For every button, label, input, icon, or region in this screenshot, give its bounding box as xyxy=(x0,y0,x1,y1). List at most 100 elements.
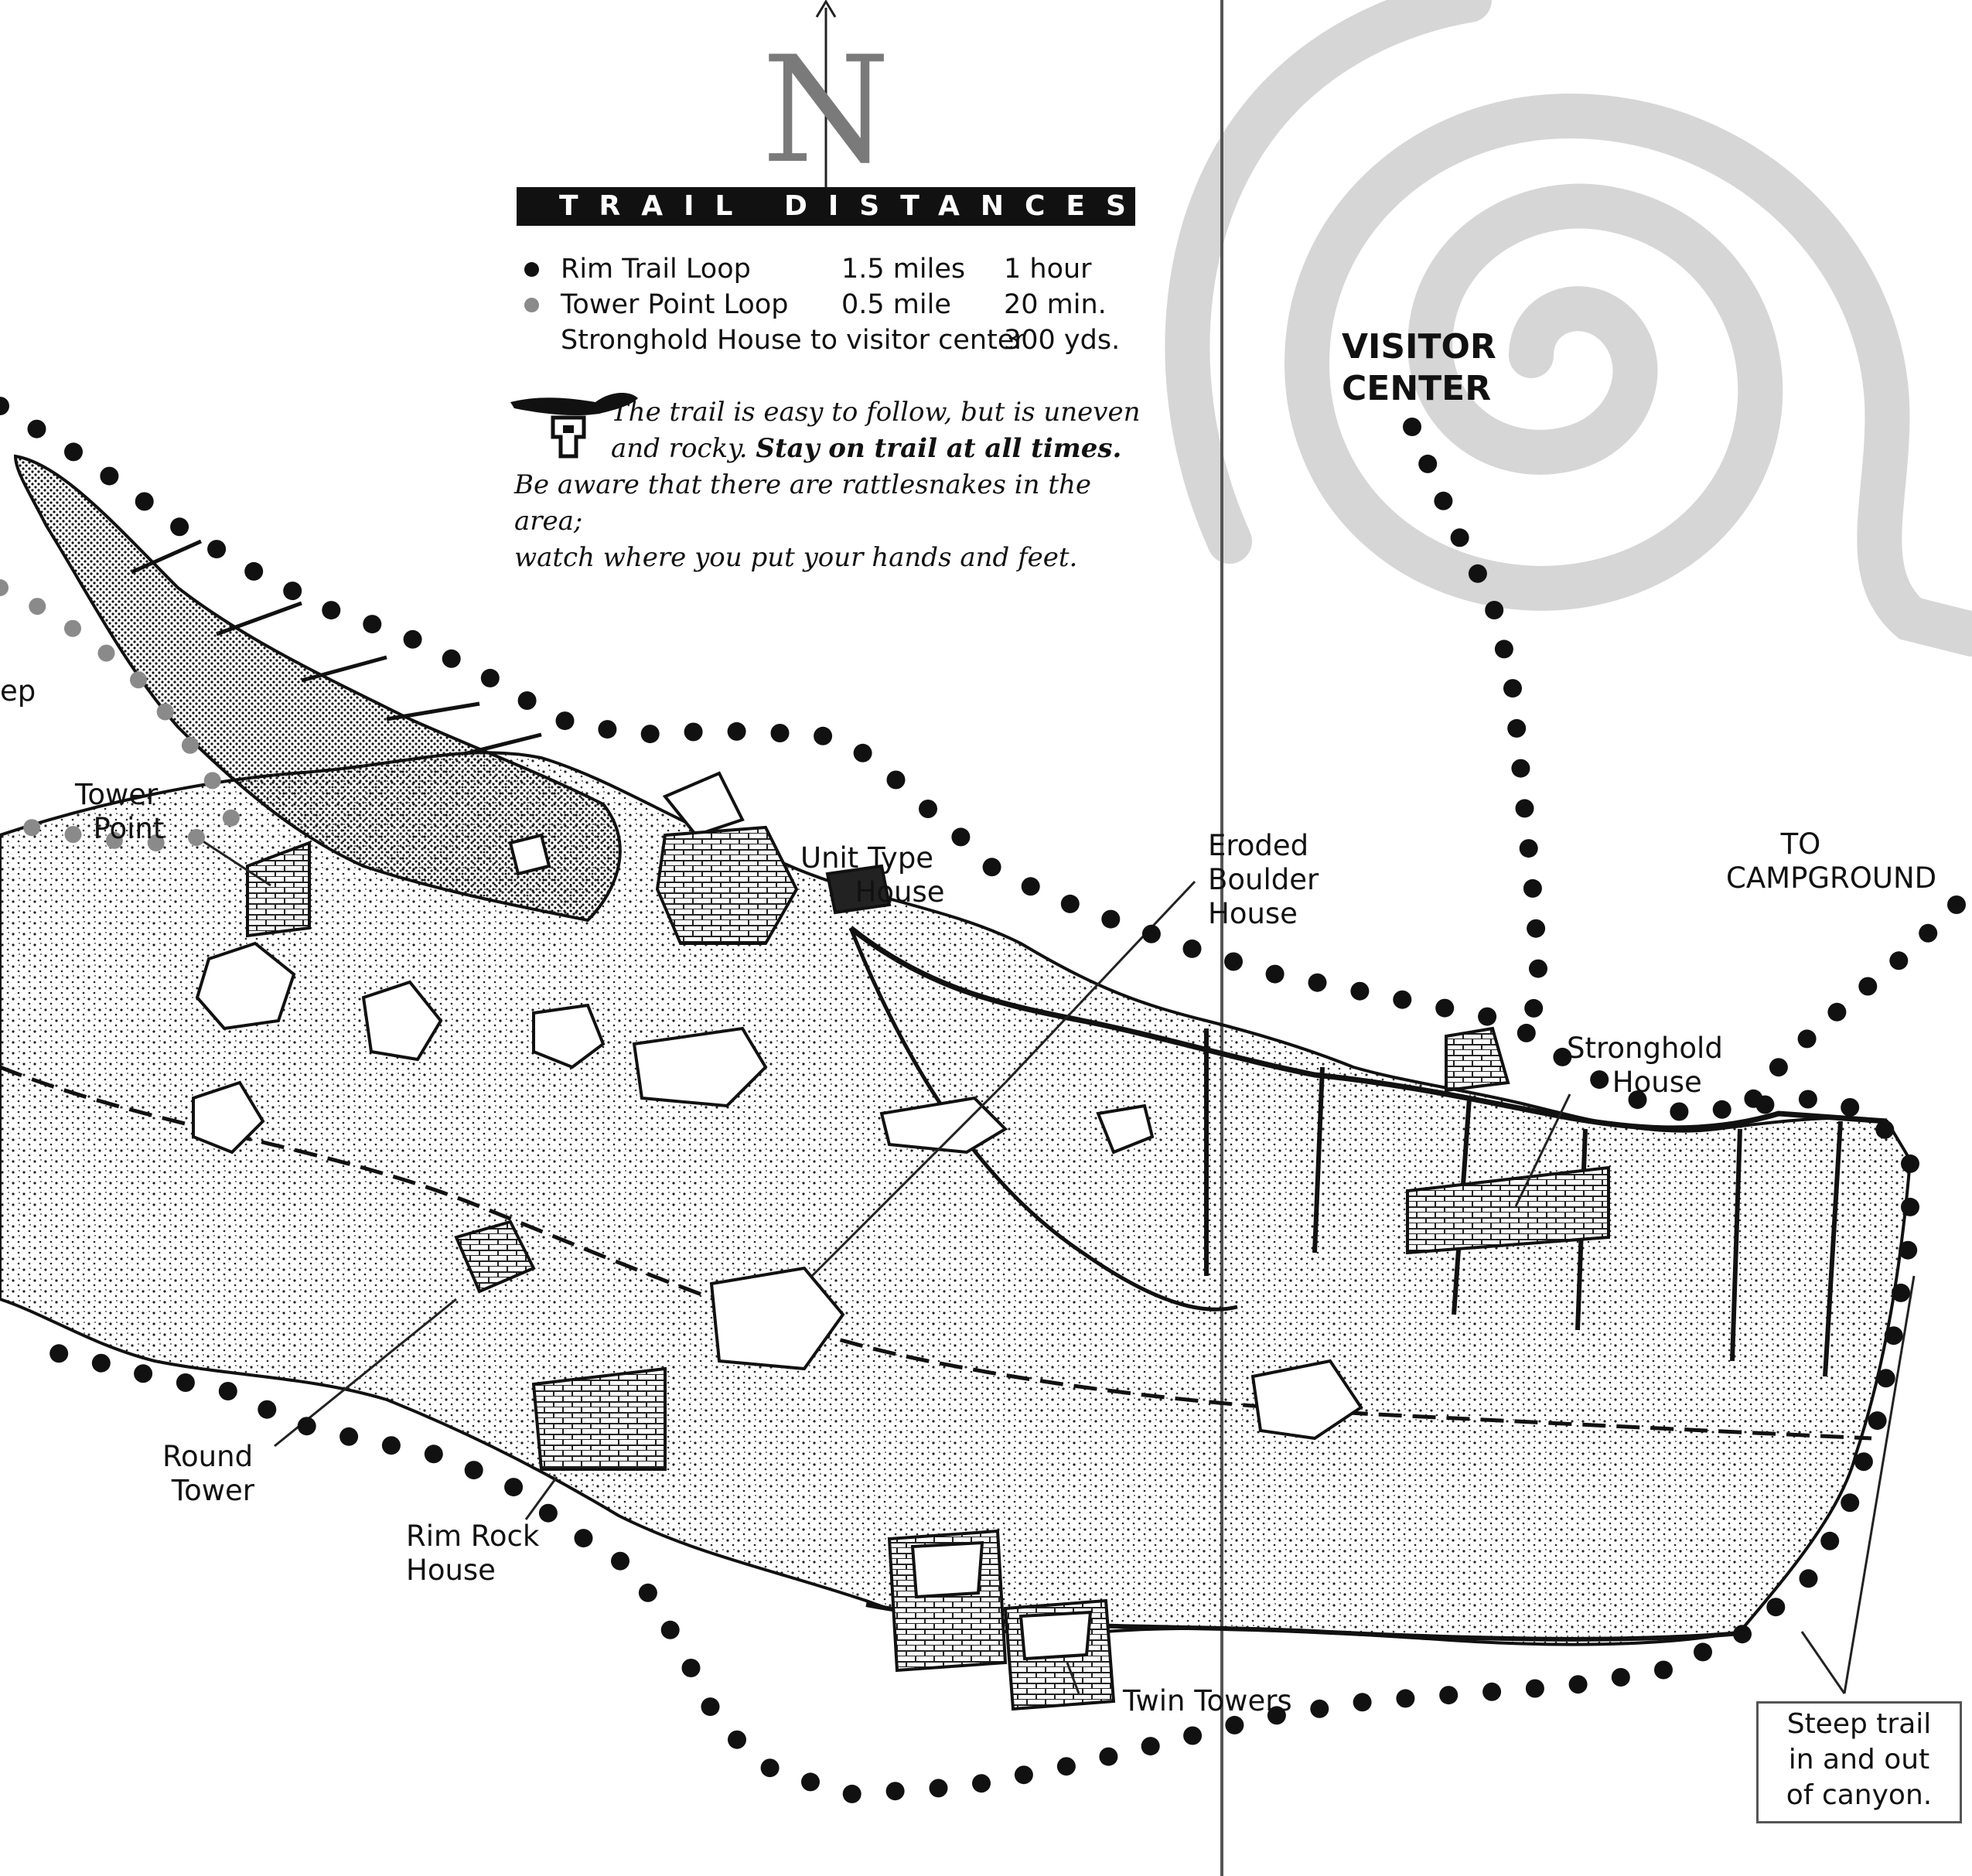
trail-dot xyxy=(1797,1029,1817,1049)
trail-dot xyxy=(100,466,119,486)
round-tower-label: Round Tower xyxy=(162,1440,254,1507)
trail-dot xyxy=(1418,454,1438,473)
trail-dot xyxy=(1478,1007,1497,1026)
trail-dot xyxy=(1529,959,1547,978)
tower-point-label: Tower Point xyxy=(75,778,165,845)
trail-dot xyxy=(1396,1689,1415,1708)
trail-dot xyxy=(1769,1058,1788,1077)
eroded-boulder-house-label: Eroded Boulder House xyxy=(1208,829,1319,930)
trail-dot xyxy=(1524,998,1544,1018)
trail-dot xyxy=(64,826,82,844)
trail-dot xyxy=(1265,964,1285,984)
trail-dot xyxy=(1434,491,1453,510)
trail-dot xyxy=(1525,1679,1544,1698)
trail-dot xyxy=(1267,1706,1286,1725)
trail-dot xyxy=(727,721,746,741)
trail-dot xyxy=(885,1782,905,1801)
trail-dot xyxy=(1884,1326,1903,1346)
trail-dot xyxy=(1841,1098,1860,1117)
trail-dot xyxy=(1021,877,1040,896)
trail-dot xyxy=(1439,1686,1459,1705)
trail-dot xyxy=(1141,924,1161,943)
trail-dot xyxy=(1670,1102,1689,1121)
trail-dot xyxy=(1310,1699,1329,1718)
trail-dot xyxy=(29,598,46,616)
trail-dot xyxy=(1101,909,1121,929)
trail-dot xyxy=(1308,973,1327,992)
trail-dot xyxy=(27,419,46,438)
trail-dot xyxy=(574,1529,593,1548)
trail-distance: 300 yds. xyxy=(1004,325,1121,356)
trail-dot xyxy=(504,1478,524,1497)
campground-trail xyxy=(1744,895,1966,1108)
tower-point-loop xyxy=(0,579,240,851)
trail-dot xyxy=(176,1373,195,1392)
trail-dot xyxy=(1403,418,1421,436)
trail-dot xyxy=(1827,1002,1847,1022)
partial-left-label: ep xyxy=(0,674,36,708)
trail-dot xyxy=(1523,878,1542,898)
trail-time: 20 min. xyxy=(1004,289,1107,320)
to-campground-label: TO CAMPGROUND xyxy=(1726,827,1937,895)
trail-dot xyxy=(842,1784,861,1803)
trail-dot xyxy=(1393,990,1412,1009)
trail-dot xyxy=(1060,894,1080,913)
note-line-4: watch where you put your hands and feet. xyxy=(514,542,1078,573)
trail-dot xyxy=(181,736,199,754)
trail-dot xyxy=(424,1445,443,1464)
trail-dot xyxy=(105,831,123,849)
twin-towers-label: Twin Towers xyxy=(1123,1684,1292,1717)
trail-dot xyxy=(1517,1023,1536,1042)
rim-trail-loop xyxy=(0,397,1919,1803)
trail-dot xyxy=(1468,564,1487,583)
trail-dot xyxy=(886,770,906,790)
trail-dot xyxy=(1590,1070,1609,1090)
trail-dot xyxy=(1519,839,1538,858)
trail-dot xyxy=(1353,1693,1372,1712)
note-line-3: Be aware that there are rattlesnakes in … xyxy=(514,469,1092,537)
trail-dot xyxy=(1527,919,1546,938)
trail-dot xyxy=(49,1344,69,1363)
trail-dot xyxy=(258,1400,277,1419)
trail-distance: 1.5 miles xyxy=(841,254,966,285)
trail-dot xyxy=(134,1364,153,1383)
trail-dot xyxy=(555,711,575,731)
trail-dot xyxy=(188,829,205,846)
trail-dot xyxy=(982,858,1001,877)
steep-trail-note: Steep trail in and out of canyon. xyxy=(1756,1701,1962,1823)
trail-dot xyxy=(170,517,189,537)
trail-dot xyxy=(1820,1531,1840,1550)
trail-dot xyxy=(1901,1154,1919,1173)
trail-dot xyxy=(1919,923,1938,943)
trail-name: Stronghold House to visitor center xyxy=(561,325,1025,356)
trail-dot xyxy=(1611,1668,1630,1687)
canyon-terrain xyxy=(0,454,1916,1711)
trail-dot xyxy=(480,668,500,687)
trail-dot xyxy=(147,834,165,851)
trail-dot xyxy=(1654,1660,1673,1680)
trail-dot xyxy=(64,619,81,637)
trail-dot xyxy=(244,561,264,581)
rattlesnake-icon xyxy=(510,393,638,459)
trail-dot xyxy=(1854,1452,1873,1472)
trail-dot xyxy=(283,582,302,601)
trail-dot xyxy=(97,644,115,662)
trail-dot xyxy=(598,720,617,739)
trail-dot xyxy=(1224,952,1243,971)
trail-dot xyxy=(23,819,41,837)
trail-dot xyxy=(814,726,833,745)
trail-distances-heading: TRAIL DISTANCES xyxy=(517,187,1135,226)
trail-name: Tower Point Loop xyxy=(561,289,789,320)
rim-rock-house-label: Rim Rock House xyxy=(406,1520,540,1587)
trail-dot xyxy=(929,1779,948,1798)
trail-dot xyxy=(1733,1625,1752,1644)
visitor-center-spur xyxy=(1403,418,1547,1018)
trail-dot xyxy=(1628,1090,1647,1110)
trail-dot xyxy=(1014,1765,1033,1785)
trail-dot xyxy=(91,1353,111,1373)
trail-dot xyxy=(381,1436,401,1455)
note-line-2: and rocky. Stay on trail at all times. xyxy=(514,431,1148,467)
trail-dot xyxy=(1435,998,1455,1018)
trail-dot xyxy=(464,1461,483,1480)
